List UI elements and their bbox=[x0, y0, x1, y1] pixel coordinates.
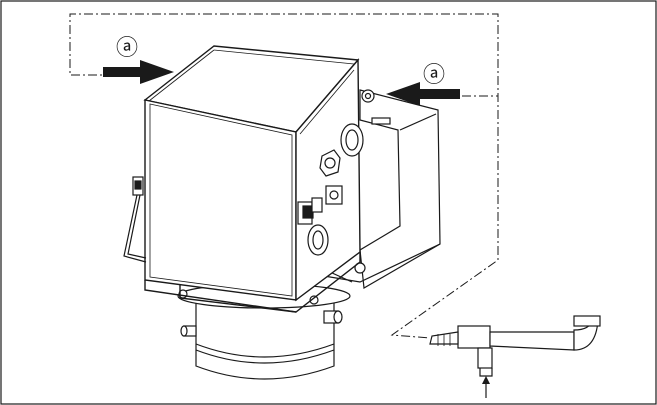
cylinder-base bbox=[177, 283, 351, 380]
callout-label-right: ⓐ bbox=[423, 63, 445, 88]
callout-label-left: ⓐ bbox=[116, 36, 138, 61]
purge-fitting bbox=[429, 315, 601, 377]
housing bbox=[143, 45, 361, 313]
arrow-up-icon bbox=[482, 376, 490, 398]
housing-ports bbox=[307, 123, 364, 256]
guide-path bbox=[69, 13, 499, 339]
latch-left bbox=[123, 176, 147, 263]
arrow-right-icon bbox=[103, 60, 174, 84]
arrow-left-icon bbox=[386, 82, 460, 106]
latch-right bbox=[297, 197, 323, 225]
